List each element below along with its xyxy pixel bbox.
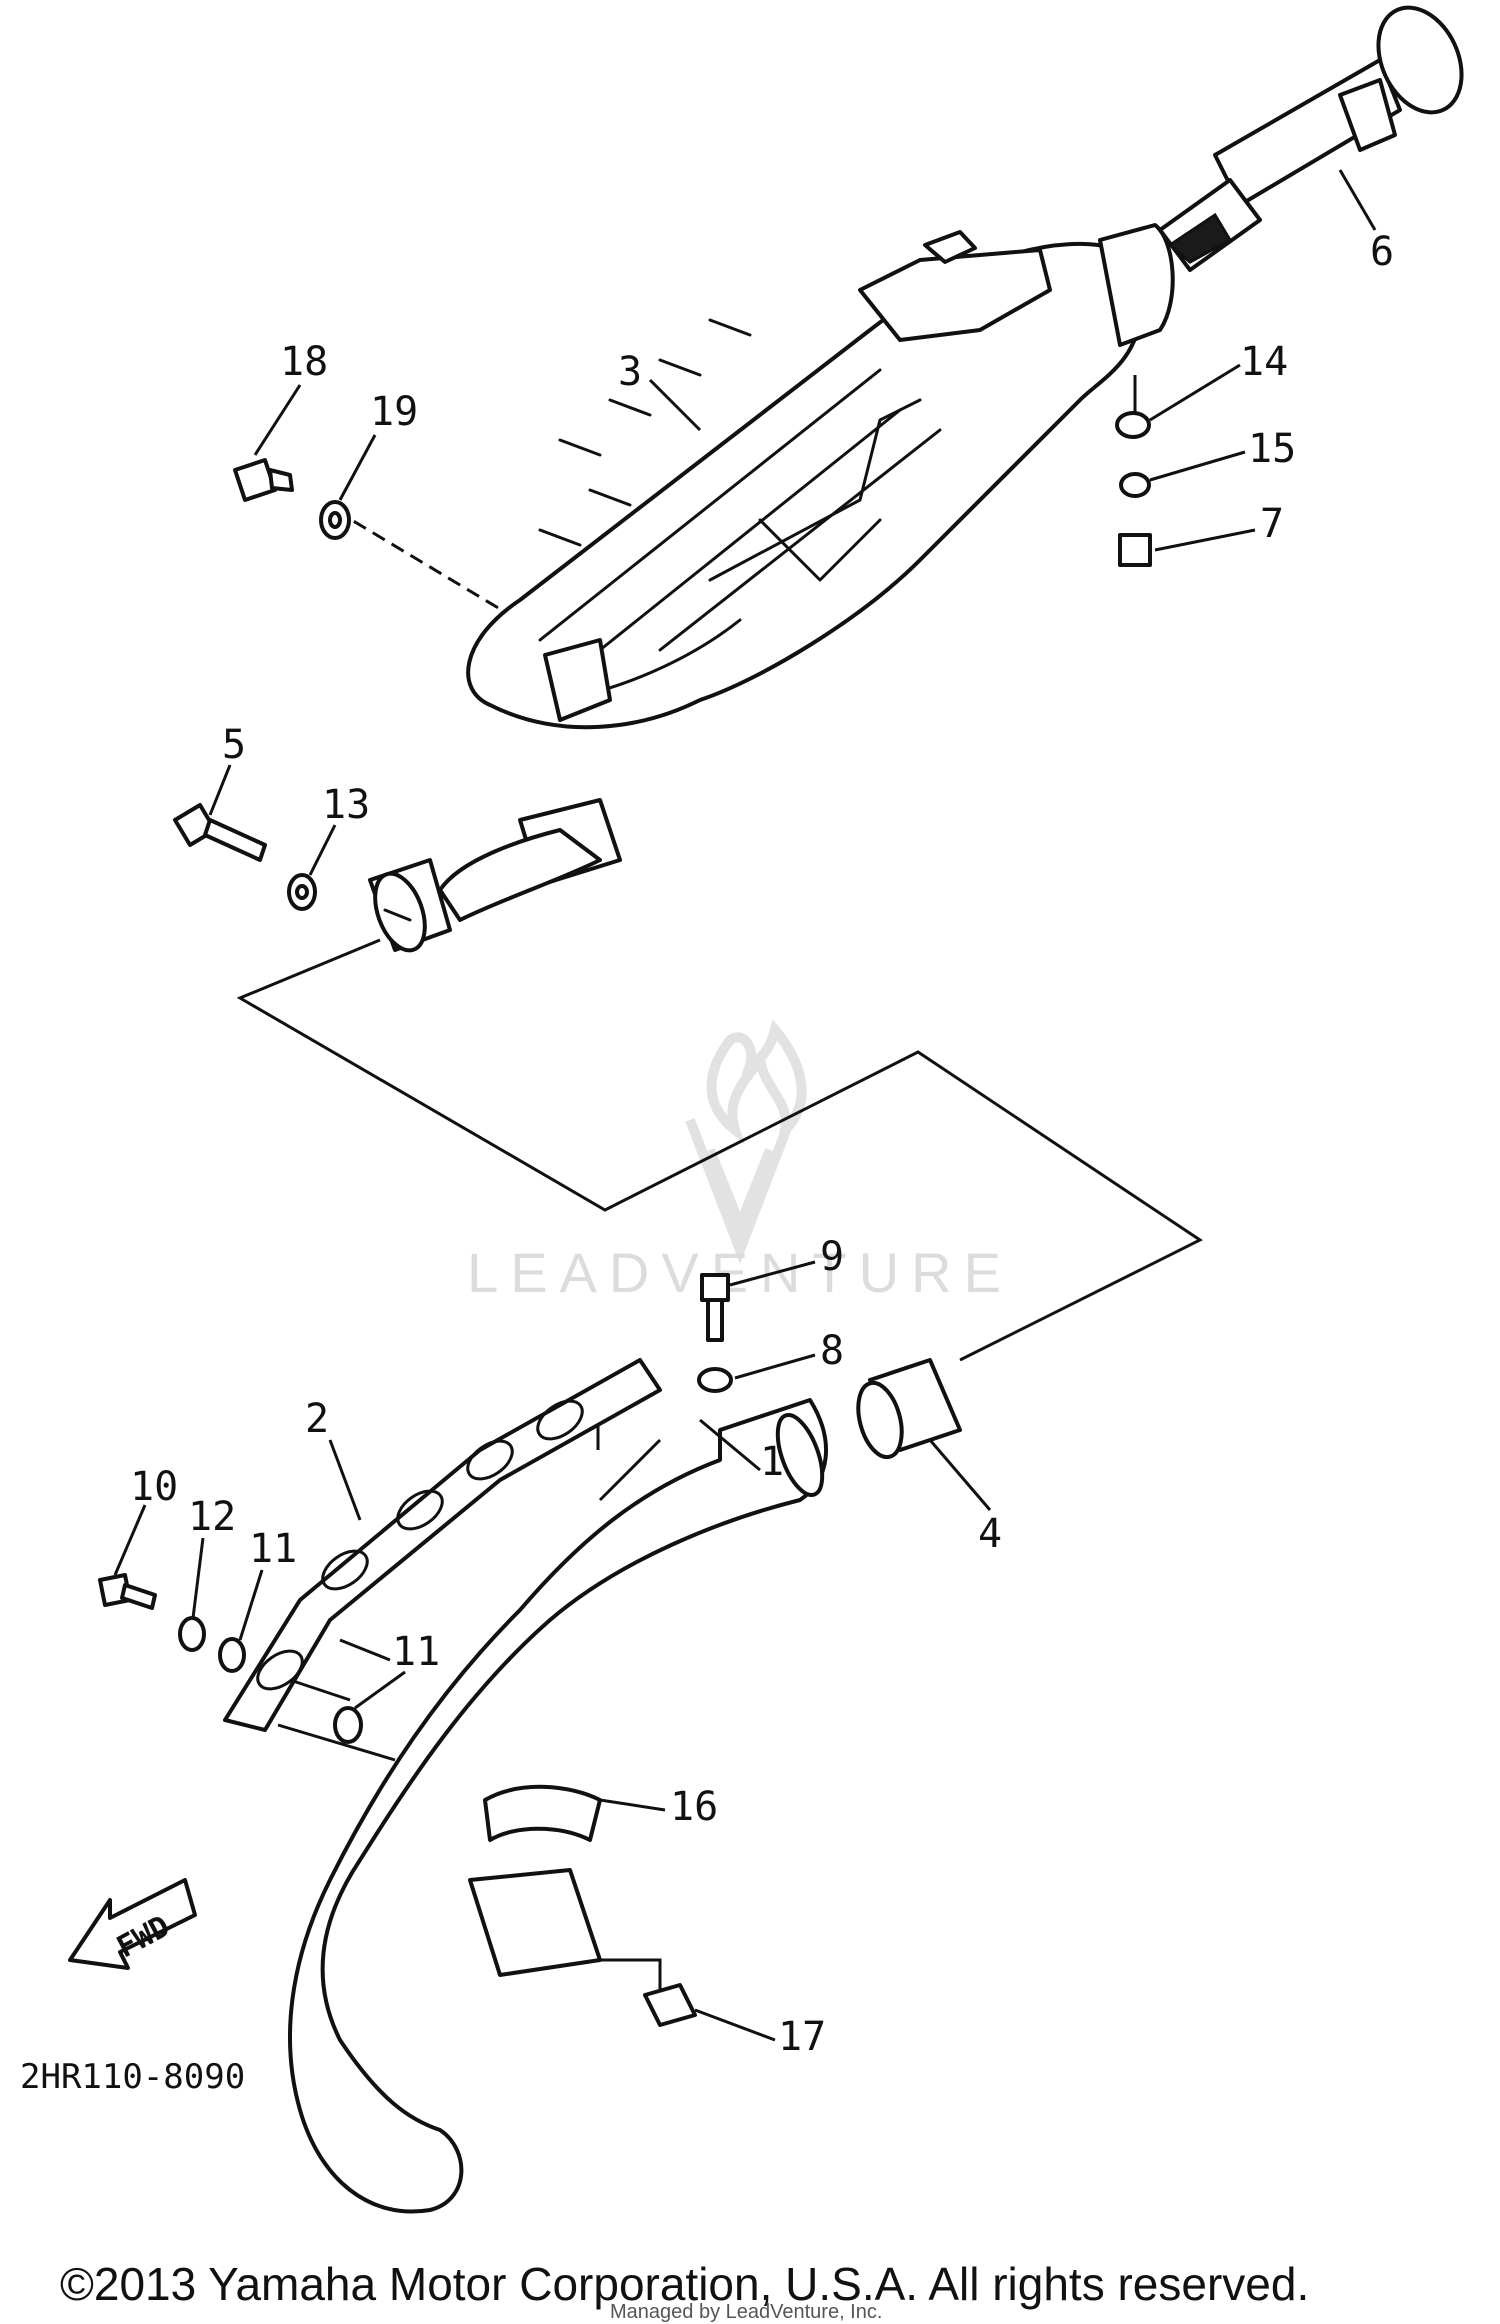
fwd-arrow: FWD bbox=[68, 1878, 197, 1970]
callout-4: 4 bbox=[978, 1511, 1002, 1557]
fastener-19 bbox=[319, 500, 351, 540]
tail-pipe bbox=[1158, 5, 1464, 272]
muffler bbox=[368, 223, 1175, 953]
callout-17: 17 bbox=[778, 2014, 826, 2060]
fastener-5 bbox=[173, 803, 267, 862]
fastener-18 bbox=[233, 458, 294, 502]
callout-5: 5 bbox=[222, 722, 246, 768]
arrow-left-icon bbox=[68, 1878, 197, 1970]
fastener-14 bbox=[1115, 411, 1151, 439]
protector bbox=[223, 1358, 662, 1732]
callout-leaders bbox=[113, 169, 1377, 2042]
copyright-notice: ©2013 Yamaha Motor Corporation, U.S.A. A… bbox=[60, 2258, 1309, 2310]
attribution-text: Managed by LeadVenture, Inc. bbox=[610, 2301, 882, 2323]
callout-3: 3 bbox=[618, 349, 642, 395]
fastener-17 bbox=[643, 1983, 697, 2027]
fastener-10 bbox=[98, 1573, 157, 1610]
fastener-15 bbox=[1119, 472, 1151, 498]
callout-16: 16 bbox=[670, 1784, 718, 1830]
callout-1: 1 bbox=[760, 1439, 784, 1485]
fastener-11b bbox=[333, 1706, 363, 1744]
fastener-11a bbox=[218, 1637, 246, 1673]
callout-18: 18 bbox=[280, 339, 328, 385]
exhaust-pipe bbox=[288, 1398, 828, 2214]
diagram-code: 2HR110-8090 bbox=[20, 2057, 245, 2097]
fastener-9 bbox=[700, 1273, 730, 1342]
callout-10: 10 bbox=[130, 1464, 178, 1510]
flame-logo-icon bbox=[685, 1019, 807, 1264]
fastener-7 bbox=[1118, 533, 1152, 567]
callout-14: 14 bbox=[1240, 339, 1288, 385]
callout-6: 6 bbox=[1370, 229, 1394, 275]
callout-12: 12 bbox=[188, 1494, 236, 1540]
callout-2: 2 bbox=[305, 1396, 329, 1442]
callout-11a: 11 bbox=[249, 1526, 297, 1572]
fastener-8 bbox=[697, 1367, 733, 1393]
fastener-12 bbox=[178, 1616, 206, 1652]
callout-9: 9 bbox=[820, 1234, 844, 1280]
fastener-13 bbox=[287, 873, 317, 911]
callout-13: 13 bbox=[322, 782, 370, 828]
gasket-4 bbox=[856, 1358, 962, 1460]
callouts: 1 2 3 4 5 6 7 8 9 10 11 11 12 13 14 15 1… bbox=[130, 229, 1394, 2060]
watermark-text: LEADVENTURE bbox=[467, 1241, 1013, 1304]
callout-8: 8 bbox=[820, 1328, 844, 1374]
callout-19: 19 bbox=[370, 389, 418, 435]
callout-7: 7 bbox=[1260, 501, 1284, 547]
callout-11b: 11 bbox=[392, 1629, 440, 1675]
callout-15: 15 bbox=[1248, 426, 1296, 472]
watermark: LEADVENTURE bbox=[467, 1019, 1013, 1304]
